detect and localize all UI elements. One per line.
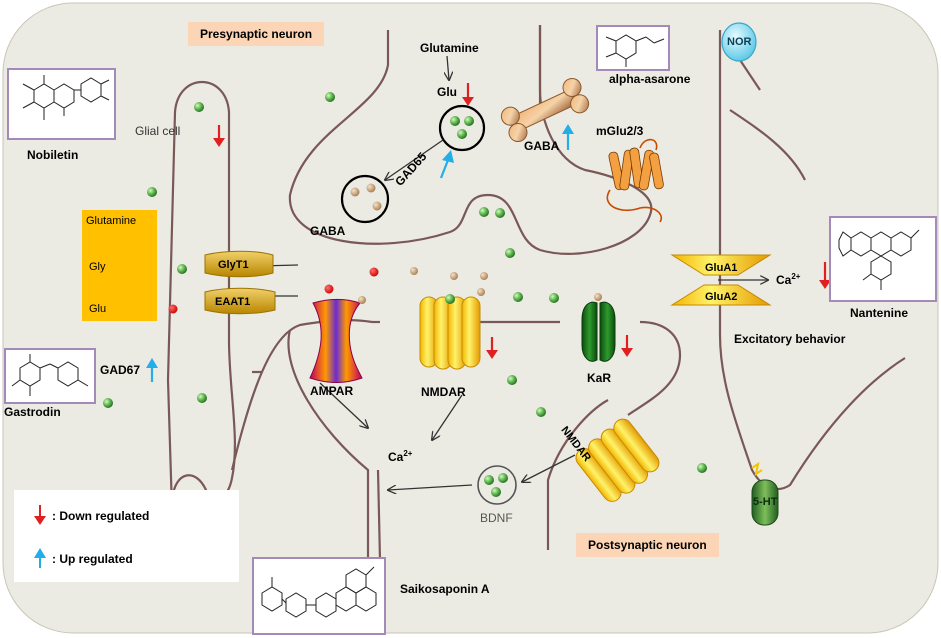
nantenine-label: Nantenine [850,306,909,320]
glua2-receptor [670,284,772,306]
kar-label: KaR [587,371,612,385]
glu-vesicle [438,104,486,152]
presynaptic-label: Presynaptic neuron [188,22,325,46]
gastrodin-label: Gastrodin [4,405,61,419]
excitatory-behavior-label: Excitatory behavior [734,332,846,346]
5ht-label: 5-HT [753,496,778,508]
alpha-asarone-structure [596,25,670,71]
nor-receptor [721,22,757,62]
mglu-receptor [606,138,664,223]
legend: : Down regulated : Up regulated [14,490,239,582]
glua2-label: GluA2 [705,291,738,303]
serotonin-receptor [751,479,779,526]
gaba-shunt-box [82,210,157,321]
legend-up-arrow-icon [34,548,46,568]
postsynaptic-label: Postsynaptic neuron [576,533,719,557]
kar-receptor [581,301,616,362]
glua1-label: GluA1 [705,262,738,274]
alpha-asarone-structure-icon [605,34,665,67]
saikosaponin-label: Saikosaponin A [400,582,490,596]
glu-dots [168,267,379,314]
glutamine-label: Glutamine [420,41,479,55]
bdnf-label: BDNF [480,511,513,525]
saikosaponin-structure-icon [261,566,377,618]
ampar-label: AMPAR [310,384,354,398]
gad67-label: GAD67 [100,363,141,377]
alpha-asarone-label: alpha-asarone [609,72,691,86]
gaba-dots [358,267,602,304]
gaba-vesicle [340,174,390,224]
nobiletin-structure-icon [22,75,110,120]
legend-down-label: : Down regulated [52,509,150,523]
nobiletin-label: Nobiletin [27,148,79,162]
gaba-receptor [500,77,590,143]
eaat1-transporter [204,287,276,315]
glua1-receptor [670,254,772,276]
legend-down-arrow-icon [34,505,46,525]
bdnf-vesicle [477,465,517,505]
box-glutamine-label: Glutamine [86,215,137,227]
gastrodin-structure-icon [11,354,89,396]
green-vesicles [103,92,707,473]
nantenine-structure [829,216,937,302]
box-glu-label: Glu [89,303,107,315]
pathway-arrows [103,55,768,490]
glyt1-transporter [204,250,274,278]
ca-center-label: Ca2+ [388,449,413,464]
box-gly-label: Gly [89,261,106,273]
nmdar-rotated-receptor [575,418,660,502]
nantenine-structure-icon [838,229,920,290]
gaba-receptor-label: GABA [524,139,560,153]
ca-right-label: Ca2+ [776,272,801,287]
gastrodin-structure [4,348,96,404]
legend-icons [34,505,46,568]
nmdar-receptor [419,296,481,370]
gaba-vesicle-label: GABA [310,224,346,238]
glu-label: Glu [437,85,457,99]
nor-label: NOR [727,36,752,48]
legend-up-label: : Up regulated [52,552,133,566]
nmdar-label: NMDAR [421,385,466,399]
eaat1-label: EAAT1 [215,296,251,308]
glial-cell-label: Glial cell [135,124,181,138]
glyt1-label: GlyT1 [218,259,249,271]
mglu-label: mGlu2/3 [596,124,644,138]
nobiletin-structure [7,68,116,140]
saikosaponin-structure [252,557,386,635]
